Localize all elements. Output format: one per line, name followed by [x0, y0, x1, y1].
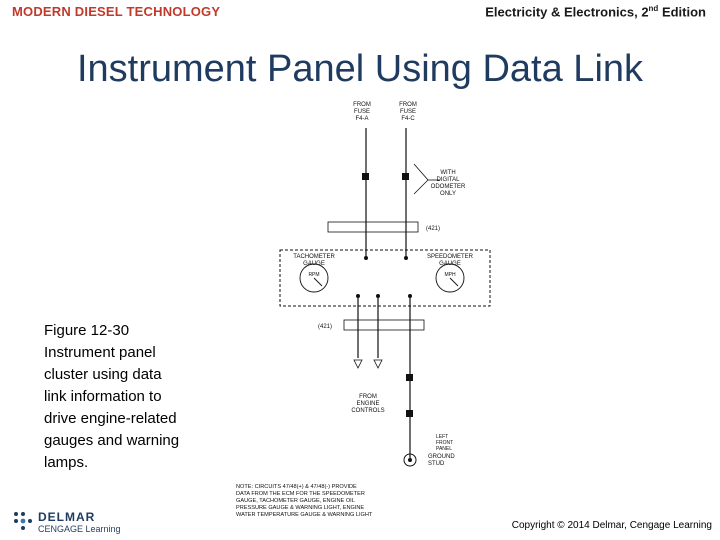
delmar-cengage-logo: DELMAR CENGAGE Learning — [12, 508, 122, 536]
connector-bottom — [343, 319, 425, 331]
instrument-cluster-box — [279, 249, 491, 307]
connector-top — [327, 221, 419, 233]
logo-subtitle: CENGAGE Learning — [38, 524, 121, 534]
connector-bottom-label: (421) — [318, 324, 332, 330]
tachometer-dial — [299, 263, 329, 293]
speedometer-dial — [435, 263, 465, 293]
copyright-notice: Copyright © 2014 Delmar, Cengage Learnin… — [511, 520, 712, 531]
edition-title: Electricity & Electronics, 2nd Edition — [485, 4, 706, 20]
publication-title: MODERN DIESEL TECHNOLOGY — [12, 4, 221, 19]
splice-left — [362, 173, 369, 180]
slide-title: Instrument Panel Using Data Link — [76, 48, 644, 90]
speedometer-dial-label: MPH — [444, 272, 456, 278]
logo-dots-icon — [14, 512, 32, 530]
splice-right — [402, 173, 409, 180]
logo-name: DELMAR — [38, 510, 96, 524]
tachometer-dial-label: RPM — [308, 272, 319, 278]
figure-caption: Figure 12-30 Instrument panel cluster us… — [44, 320, 184, 474]
connector-top-label: (421) — [426, 226, 440, 232]
top-wires — [365, 128, 407, 258]
bottom-wires — [357, 294, 411, 458]
diagram-note: NOTE: CIRCUITS 47/48(+) & 47/48(-) PROVI… — [236, 484, 373, 518]
figure-description: Instrument panel cluster using data link… — [44, 344, 180, 471]
figure-number: Figure 12-30 — [44, 322, 130, 339]
ground-stud — [403, 453, 417, 467]
